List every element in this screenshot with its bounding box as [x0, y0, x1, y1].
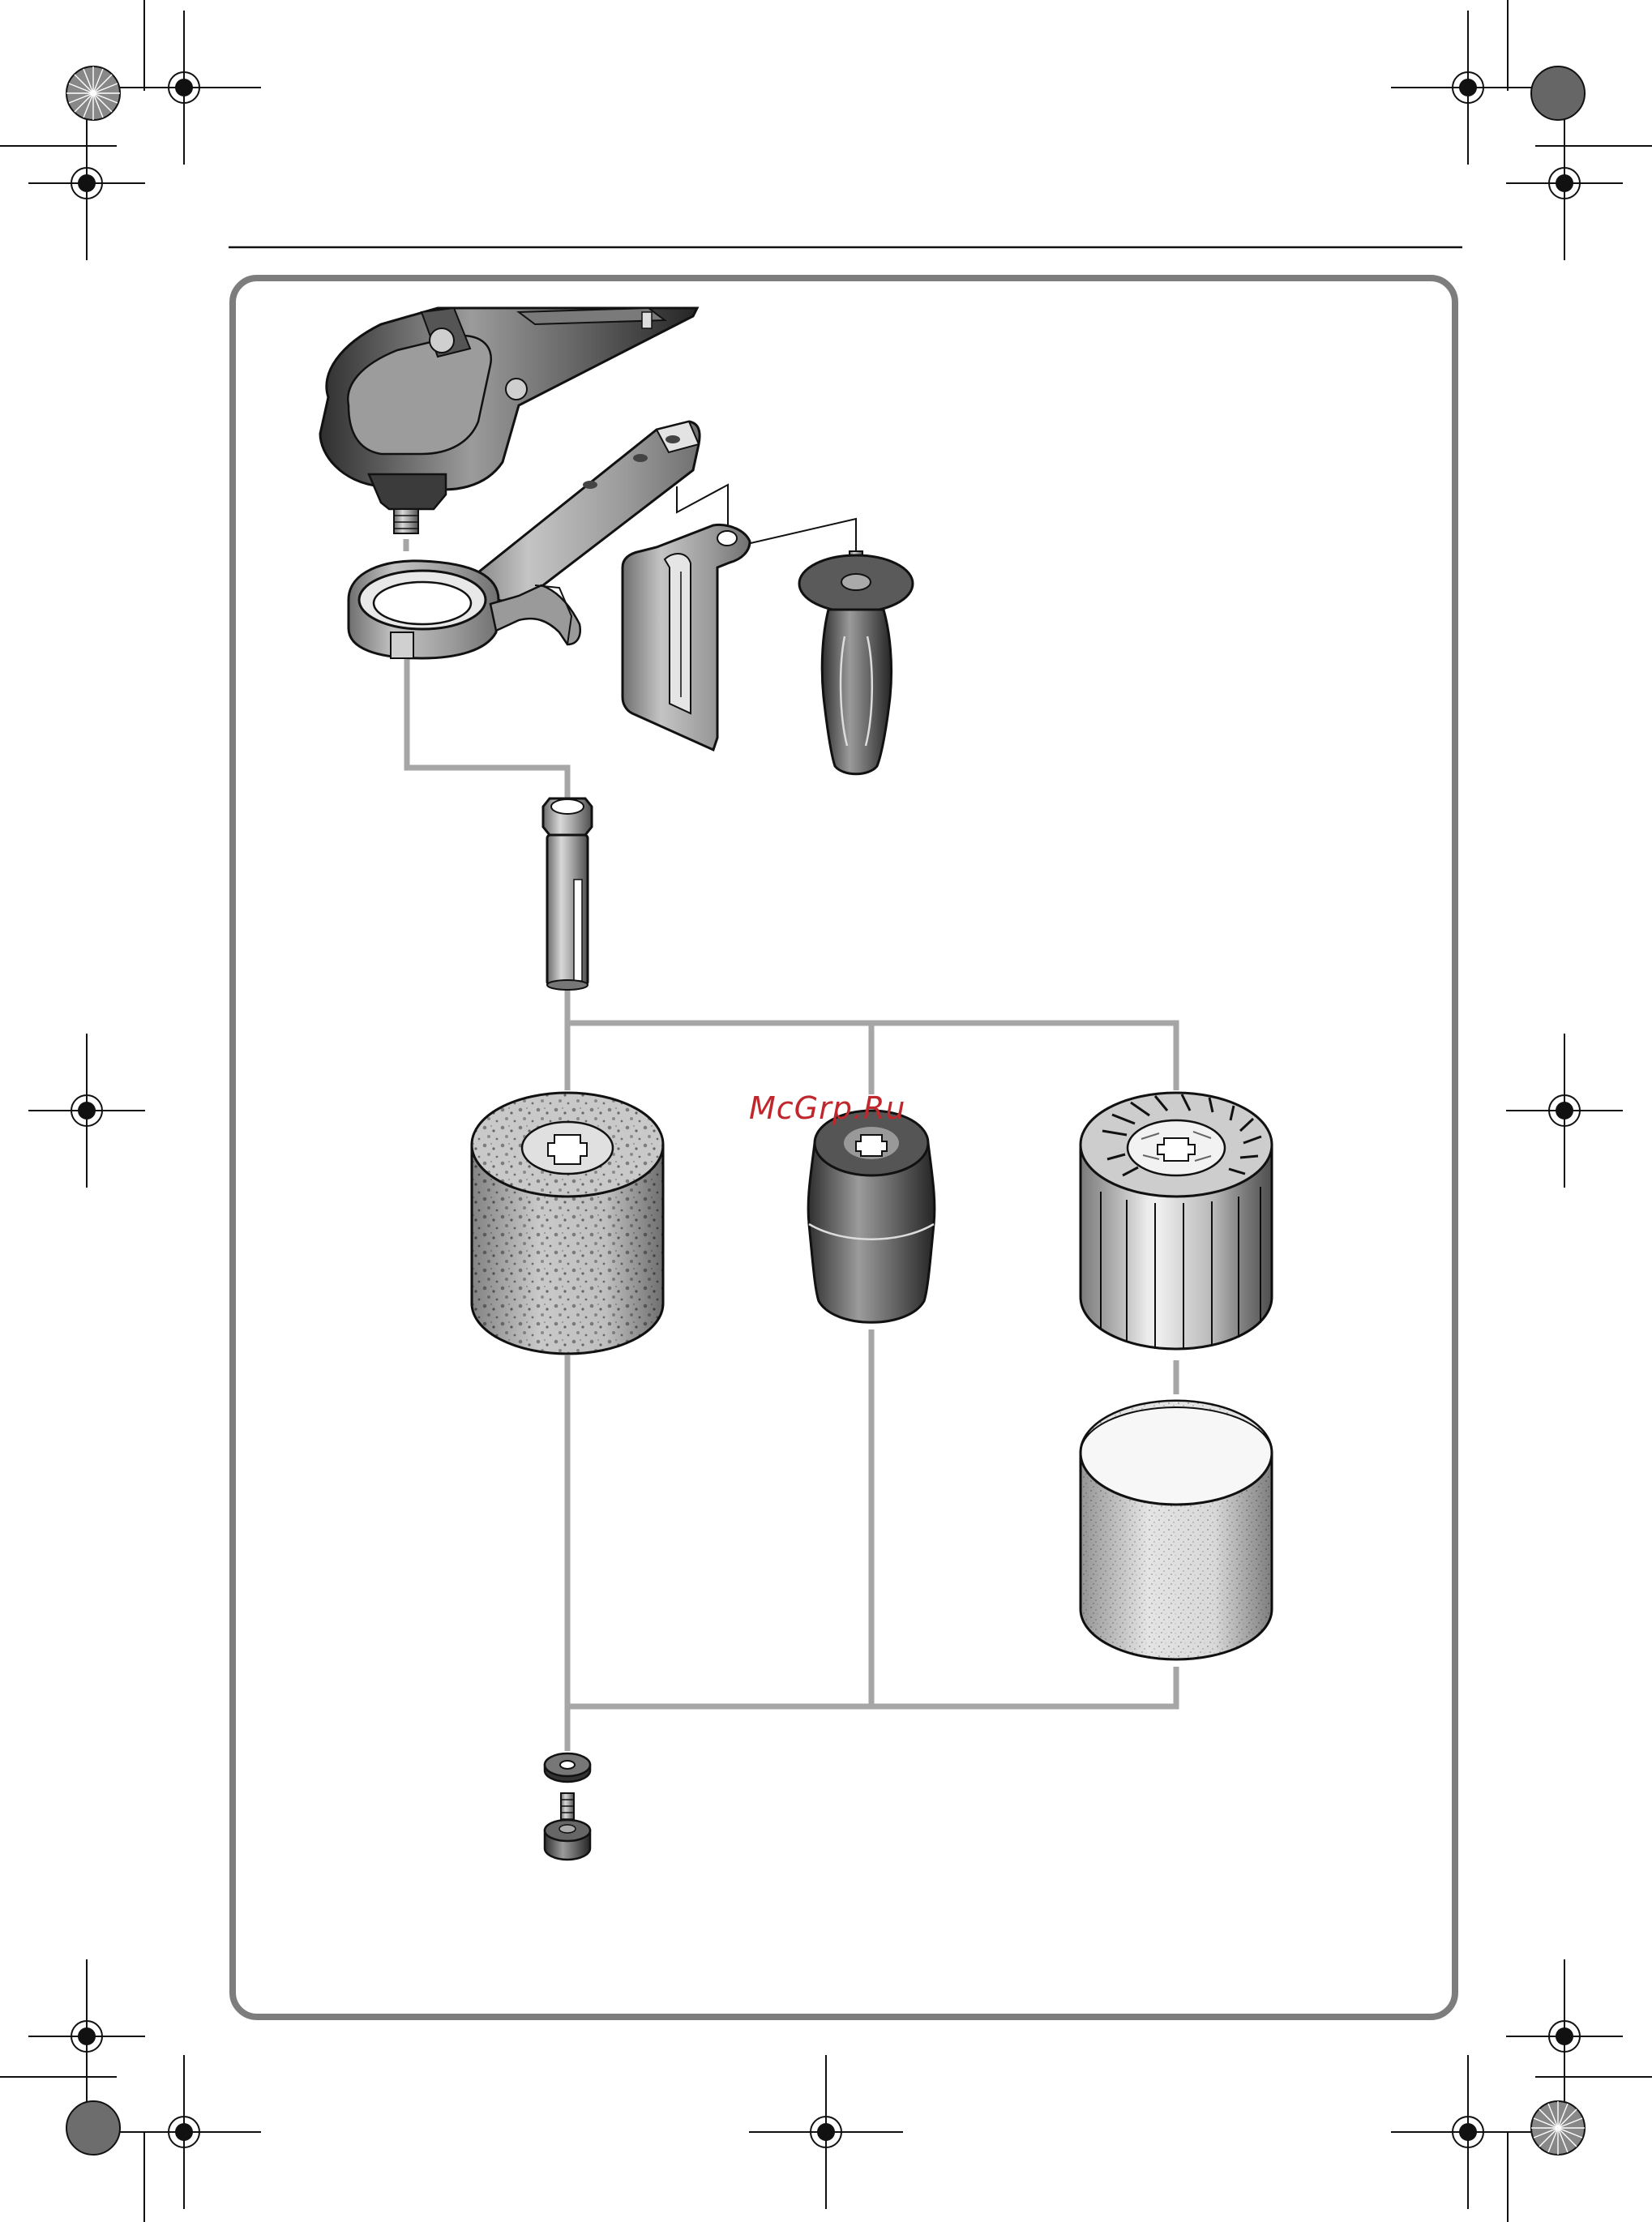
watermark-text: McGrp.Ru [749, 1090, 905, 1126]
registration-target [28, 1034, 145, 1188]
registration-target [28, 106, 145, 260]
expansion-roller [1081, 1093, 1272, 1349]
spindle-shaft [543, 798, 592, 990]
registration-target [1506, 1959, 1623, 2113]
registration-target [1506, 106, 1623, 260]
gray-calibration-disc [66, 2101, 120, 2155]
washer [545, 1753, 590, 1782]
registration-target [1391, 11, 1545, 165]
sunburst-calibration-mark [1531, 2101, 1585, 2155]
gray-calibration-disc [1531, 66, 1585, 120]
registration-target [28, 1959, 145, 2113]
registration-target [1391, 2055, 1545, 2209]
registration-target [1506, 1034, 1623, 1188]
fleece-roller [472, 1093, 663, 1354]
registration-target [749, 2055, 903, 2209]
abrasive-sleeve [1081, 1401, 1272, 1659]
registration-target [107, 11, 261, 165]
sunburst-calibration-mark [66, 66, 120, 120]
rubber-drum [808, 1111, 935, 1322]
registration-target [107, 2055, 261, 2209]
